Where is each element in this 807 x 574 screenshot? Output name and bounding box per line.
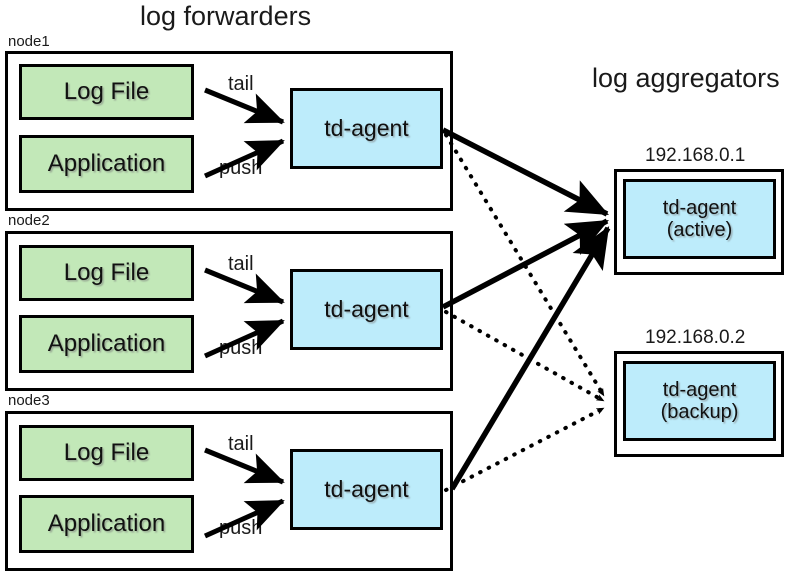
aggregator-agent-role-1: (active) bbox=[666, 219, 733, 241]
log-aggregators-title: log aggregators bbox=[592, 63, 780, 93]
arrow-node3-to-backup bbox=[444, 406, 606, 492]
arrow-node3-to-active bbox=[449, 226, 611, 491]
aggregator-address-2: 192.168.0.2 bbox=[645, 327, 746, 348]
aggregator-agent-name-1: td-agent bbox=[662, 196, 737, 219]
aggregator-address-1: 192.168.0.1 bbox=[645, 145, 746, 166]
forwarder-agent-node3: td-agent bbox=[290, 449, 443, 530]
source-box-application-node2: Application bbox=[19, 315, 194, 373]
source-box-application-node3: Application bbox=[19, 495, 194, 553]
aggregator-agent-2: td-agent (backup) bbox=[623, 361, 776, 441]
node-label-node3: node3 bbox=[8, 392, 50, 409]
forwarder-agent-node1: td-agent bbox=[290, 88, 443, 169]
source-box-log-file-node1: Log File bbox=[19, 64, 194, 120]
edge-label-tail-node3: tail bbox=[228, 433, 254, 455]
forwarder-agent-node2: td-agent bbox=[290, 269, 443, 350]
source-box-log-file-node3: Log File bbox=[19, 425, 194, 481]
edge-label-push-node2: push bbox=[219, 337, 263, 359]
edge-label-tail-node2: tail bbox=[228, 253, 254, 275]
arrow-node1-to-active bbox=[441, 127, 609, 217]
edge-label-push-node1: push bbox=[219, 157, 263, 179]
node-label-node2: node2 bbox=[8, 212, 50, 229]
source-box-log-file-node2: Log File bbox=[19, 245, 194, 301]
aggregator-agent-role-2: (backup) bbox=[660, 401, 739, 423]
aggregator-agent-1: td-agent (active) bbox=[623, 179, 776, 259]
arrow-node2-to-backup bbox=[444, 310, 606, 403]
source-box-application-node1: Application bbox=[19, 135, 194, 193]
node-label-node1: node1 bbox=[8, 33, 50, 50]
aggregator-agent-name-2: td-agent bbox=[662, 378, 737, 401]
edge-label-tail-node1: tail bbox=[228, 73, 254, 95]
arrow-node2-to-active bbox=[441, 218, 609, 310]
log-forwarders-title: log forwarders bbox=[140, 1, 312, 31]
arrow-node1-to-backup bbox=[444, 133, 606, 398]
edge-label-push-node3: push bbox=[219, 517, 263, 539]
